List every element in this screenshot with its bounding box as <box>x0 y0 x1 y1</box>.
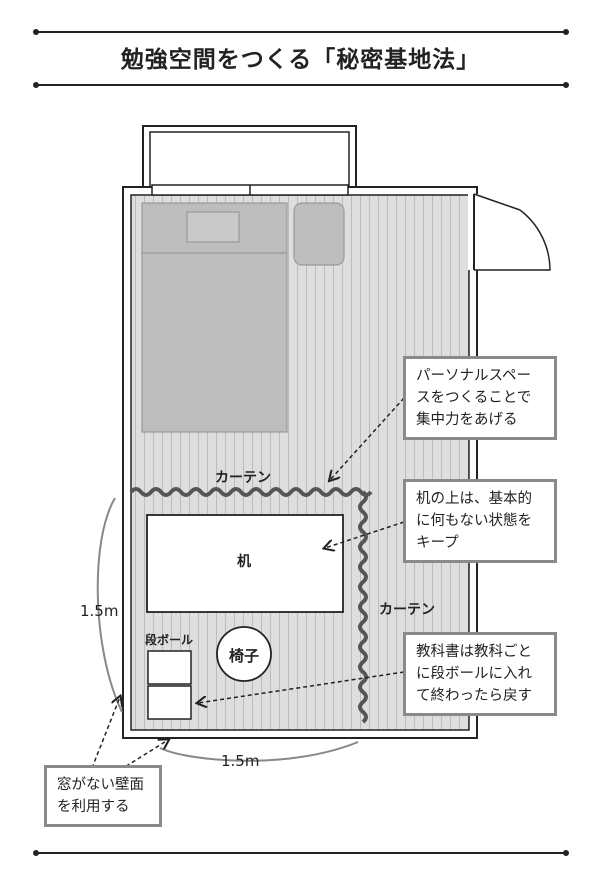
callout-line: 机の上は、基本的 <box>416 491 532 507</box>
measure-vertical-label: 1.5m <box>80 602 119 620</box>
callout-line: に段ボールに入れ <box>416 666 532 682</box>
bed <box>141 202 288 433</box>
rule-dot-left <box>33 29 39 35</box>
desk <box>146 514 344 613</box>
curtain-right <box>358 490 368 724</box>
top-rule <box>33 29 569 35</box>
callout-line: を利用する <box>57 799 130 815</box>
arrow-wall-1 <box>91 697 120 769</box>
page-title: 勉強空間をつくる「秘密基地法」 <box>120 47 481 73</box>
callout-line: 窓がない壁面 <box>57 777 144 793</box>
callout-personal-space: パーソナルスペー スをつくることで 集中力をあげる <box>403 356 557 440</box>
callout-wall: 窓がない壁面 を利用する <box>44 765 162 827</box>
title-rule <box>33 82 569 88</box>
arrow-personal-space <box>330 397 405 480</box>
desk-label: 机 <box>237 554 251 570</box>
callout-line: て終わったら戻す <box>416 688 532 704</box>
callout-textbook: 教科書は教科ごと に段ボールに入れ て終わったら戻す <box>403 632 557 716</box>
window <box>151 184 349 196</box>
rule-dot-right <box>563 82 569 88</box>
callout-line: パーソナルスペー <box>416 368 531 384</box>
callout-line: スをつくることで <box>416 390 532 406</box>
callout-line: キープ <box>416 535 459 551</box>
callout-desk-keep: 机の上は、基本的 に何もない状態を キープ <box>403 479 557 563</box>
floor-cushion <box>293 202 345 266</box>
balcony <box>142 125 357 193</box>
measure-arc-vertical <box>96 497 123 713</box>
callout-line: に何もない状態を <box>416 513 532 529</box>
chair <box>216 626 272 682</box>
cardboard-label: 段ボール <box>145 633 194 647</box>
measure-arc-horizontal <box>159 741 359 762</box>
callout-line: 教科書は教科ごと <box>416 644 532 660</box>
curtain-top <box>129 487 373 497</box>
callout-line: 集中力をあげる <box>416 412 518 428</box>
door <box>468 193 551 271</box>
bottom-rule <box>33 850 569 856</box>
rule-dot-left <box>33 82 39 88</box>
rule-dot-right <box>563 850 569 856</box>
cardboard-box-bottom <box>147 685 192 720</box>
curtain-top-label: カーテン <box>215 470 271 486</box>
rule-dot-right <box>563 29 569 35</box>
chair-label: 椅子 <box>229 647 260 665</box>
measure-horizontal-label: 1.5m <box>221 752 260 770</box>
rule-dot-left <box>33 850 39 856</box>
cardboard-box-top <box>147 650 192 685</box>
curtain-right-label: カーテン <box>379 602 435 618</box>
